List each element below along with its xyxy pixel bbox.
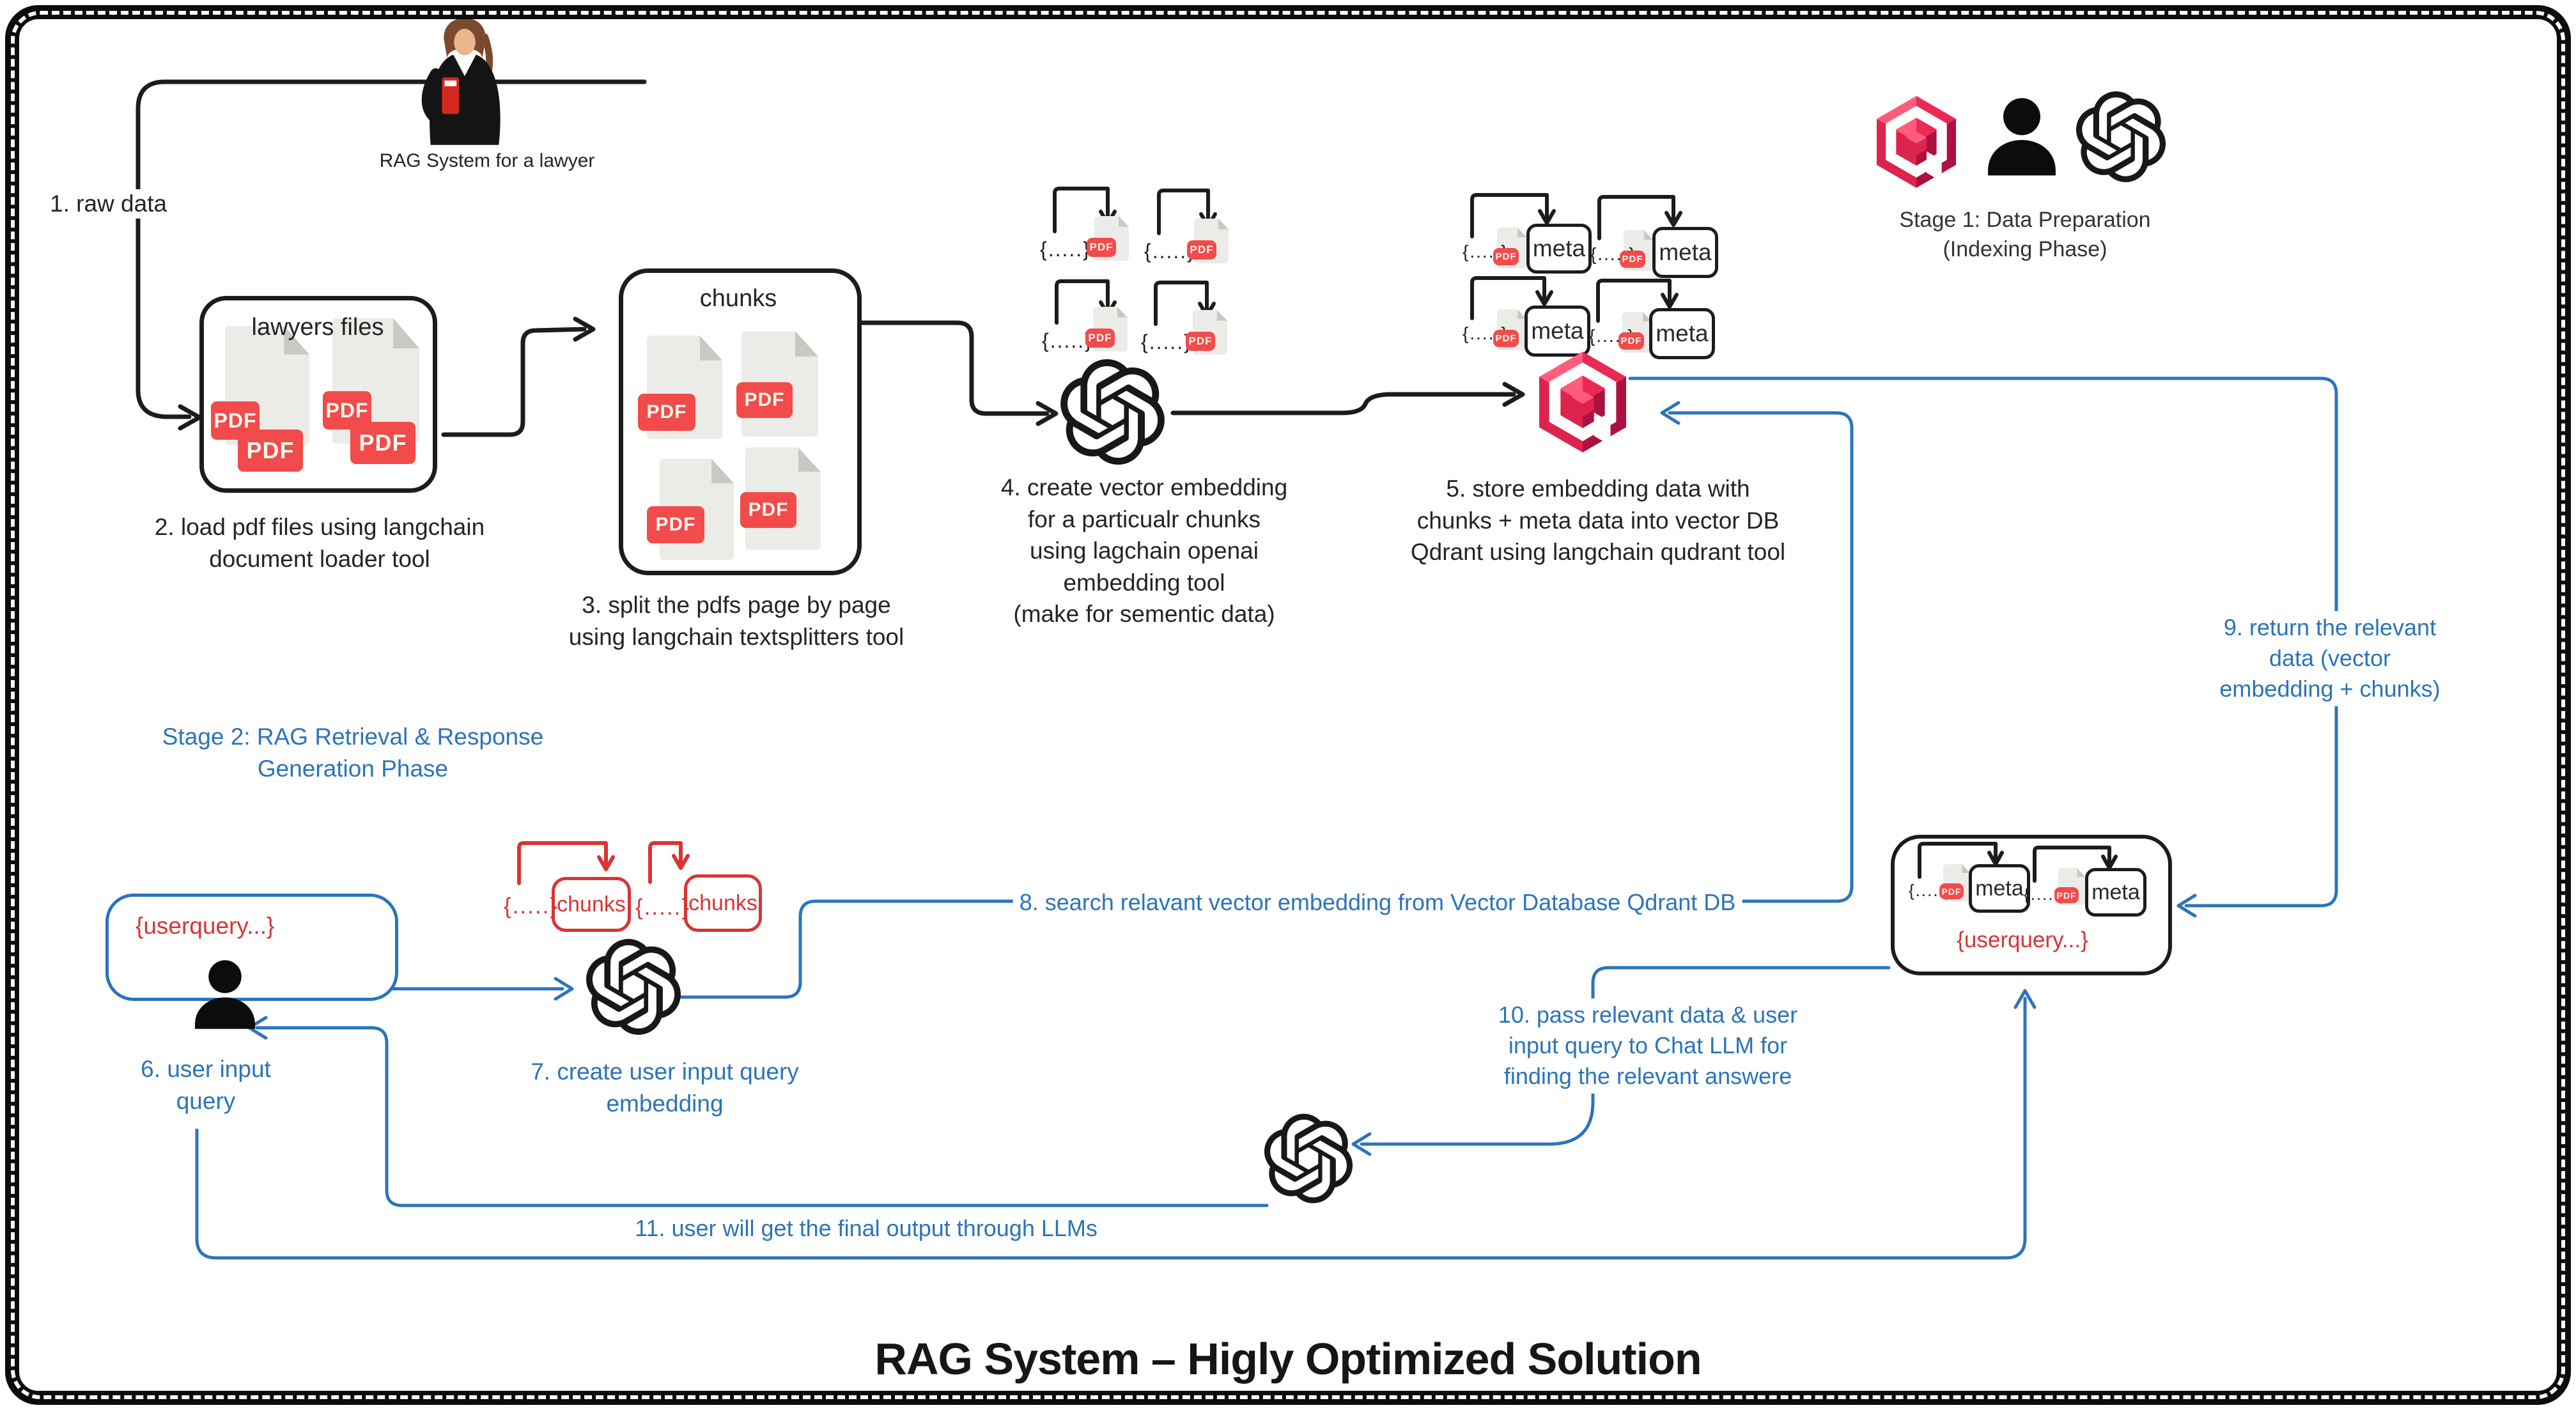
step-2-label: 2. load pdf files using langchain docume… (154, 514, 485, 572)
step-10-label: 10. pass relevant data & user input quer… (1491, 998, 1804, 1094)
meta-box: meta (1526, 224, 1592, 274)
step-5-label: 5. store embedding data with chunks + me… (1410, 476, 1786, 566)
json-brace: {.....} (1040, 238, 1091, 261)
lawyer-caption: RAG System for a lawyer (379, 150, 595, 171)
step-6-label: 6. user input query (141, 1056, 271, 1114)
step-8-label: 8. search relavant vector embedding from… (1013, 886, 1742, 920)
pdf-badge: PDF (736, 382, 793, 418)
json-brace-red: {.....} (504, 894, 559, 918)
openai-icon (2076, 91, 2166, 182)
pdf-badge: PDF (211, 401, 260, 440)
pdf-badge: PDF (1493, 330, 1519, 347)
openai-embedding-icon (1060, 359, 1165, 465)
stage-1-label: Stage 1: Data Preparation (Indexing Phas… (1899, 208, 2151, 261)
openai-query-embedding-icon (586, 938, 681, 1035)
userquery-bubble (105, 894, 398, 1001)
step-11-label: 11. user will get the final output throu… (635, 1215, 1098, 1241)
step-7-label: 7. create user input query embedding (531, 1058, 799, 1117)
pdf-badge: PDF (1618, 332, 1644, 350)
pdf-badge: PDF (638, 394, 695, 431)
json-brace: {.....} (1042, 329, 1093, 352)
pdf-badge: PDF (1493, 248, 1519, 265)
stage-2-label: Stage 2: RAG Retrieval & Response Genera… (162, 724, 544, 782)
diagram-title: RAG System – Higly Optimized Solution (874, 1334, 1702, 1384)
userquery-text: {userquery...} (136, 913, 275, 939)
meta-box: meta (1525, 306, 1590, 357)
pdf-badge: PDF (740, 492, 796, 528)
meta-box: meta (1969, 864, 2030, 913)
step-9-label: 9. return the relevant data (vector embe… (2207, 611, 2453, 706)
pdf-badge: PDF (1087, 238, 1116, 257)
qdrant-icon (1877, 96, 1956, 188)
meta-box: meta (1649, 308, 1715, 359)
pdf-badge: PDF (1187, 240, 1216, 260)
pdf-badge: PDF (1620, 251, 1645, 268)
openai-chat-llm-icon (1264, 1112, 1353, 1205)
step-3-label: 3. split the pdfs page by page using lan… (568, 592, 904, 650)
pdf-badge: PDF (238, 430, 303, 472)
chunks-box-title: chunks (699, 285, 777, 312)
pdf-badge: PDF (2054, 887, 2079, 903)
pdf-badge: PDF (1085, 329, 1115, 348)
chunks-red-box: chunks (552, 877, 631, 932)
pdf-badge: PDF (350, 422, 415, 464)
json-brace: {.....} (1141, 330, 1192, 353)
lawyer-photo (414, 15, 515, 148)
pdf-badge: PDF (1939, 883, 1964, 899)
lawyers-files-title: lawyers files (251, 314, 384, 341)
meta-box: meta (1652, 227, 1718, 278)
pdf-badge: PDF (1186, 332, 1215, 351)
json-brace: {.....} (1144, 240, 1195, 263)
qdrant-db-icon (1539, 352, 1626, 453)
userquery-context-text: {userquery...} (1957, 927, 2088, 952)
step-4-label: 4. create vector embedding for a particu… (1000, 474, 1288, 628)
person-icon (1982, 95, 2062, 179)
user-icon (189, 941, 261, 1048)
meta-box: meta (2085, 868, 2146, 917)
chunks-red-box: chunks (684, 874, 762, 932)
json-brace-red: {.....} (635, 895, 690, 920)
step-1-label: 1. raw data (43, 189, 174, 219)
pdf-badge: PDF (647, 506, 704, 543)
